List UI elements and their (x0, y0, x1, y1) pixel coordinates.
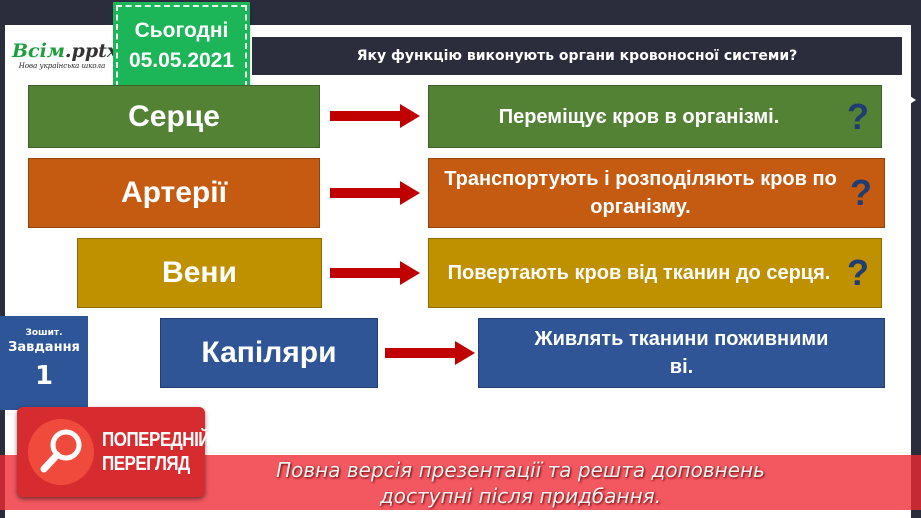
task-badge: Зошит. Завдання 1 (0, 316, 88, 410)
date-label: Сьогодні (134, 19, 229, 42)
slide-title: Яку функцію виконують органи кровоносної… (252, 37, 902, 75)
task-notebook: Зошит. (25, 328, 63, 338)
question-mark: ? (847, 252, 869, 293)
preview-line-2: ПЕРЕГЛЯД (102, 452, 190, 475)
organ-box-capillaries: Капіляри (160, 318, 378, 388)
preview-badge[interactable]: ПОПЕРЕДНІЙ ПЕРЕГЛЯД (17, 407, 211, 497)
function-text-tail: ві. (669, 356, 694, 378)
function-box-veins: Повертають кров від тканин до серця.? (428, 238, 882, 308)
organ-box-heart: Серце (28, 85, 320, 148)
task-number: 1 (34, 361, 54, 391)
arrow-icon (330, 104, 420, 128)
organ-box-veins: Вени (77, 238, 322, 308)
logo-ext: .pptx (64, 40, 119, 62)
function-text: Переміщує кров в організмі. (498, 105, 780, 128)
magnifier-icon (28, 419, 94, 485)
arrow-icon (330, 261, 420, 285)
question-mark: ? (850, 172, 872, 213)
organ-box-arteries: Артерії (28, 158, 320, 228)
function-box-arteries: Транспортують і розподіляють кров по орг… (428, 158, 885, 228)
banner-line-2: доступні після придбання. (379, 484, 662, 508)
arrow-icon (330, 181, 420, 205)
logo: Всім.pptx Нова українська школа (12, 40, 118, 70)
right-edge-bar (911, 25, 921, 518)
function-box-capillaries: Живлять тканини поживними ві. (478, 318, 885, 388)
function-text: Транспортують і розподіляють кров по орг… (444, 168, 837, 218)
banner-line-1: Повна версія презентації та решта доповн… (276, 458, 765, 482)
function-box-heart: Переміщує кров в організмі.? (428, 85, 882, 148)
function-text: Повертають кров від тканин до серця. (447, 262, 831, 284)
logo-tagline: Нова українська школа (18, 62, 106, 70)
task-label: Завдання (8, 340, 80, 355)
function-text: Живлять тканини поживними (534, 328, 829, 350)
arrow-icon (385, 341, 475, 365)
logo-brand: Всім (12, 40, 65, 62)
date-value: 05.05.2021 (128, 49, 235, 72)
question-mark: ? (847, 95, 869, 137)
date-badge: Сьогодні 05.05.2021 (113, 2, 250, 90)
play-triangle-icon[interactable] (903, 92, 917, 108)
preview-line-1: ПОПЕРЕДНІЙ (102, 428, 211, 451)
